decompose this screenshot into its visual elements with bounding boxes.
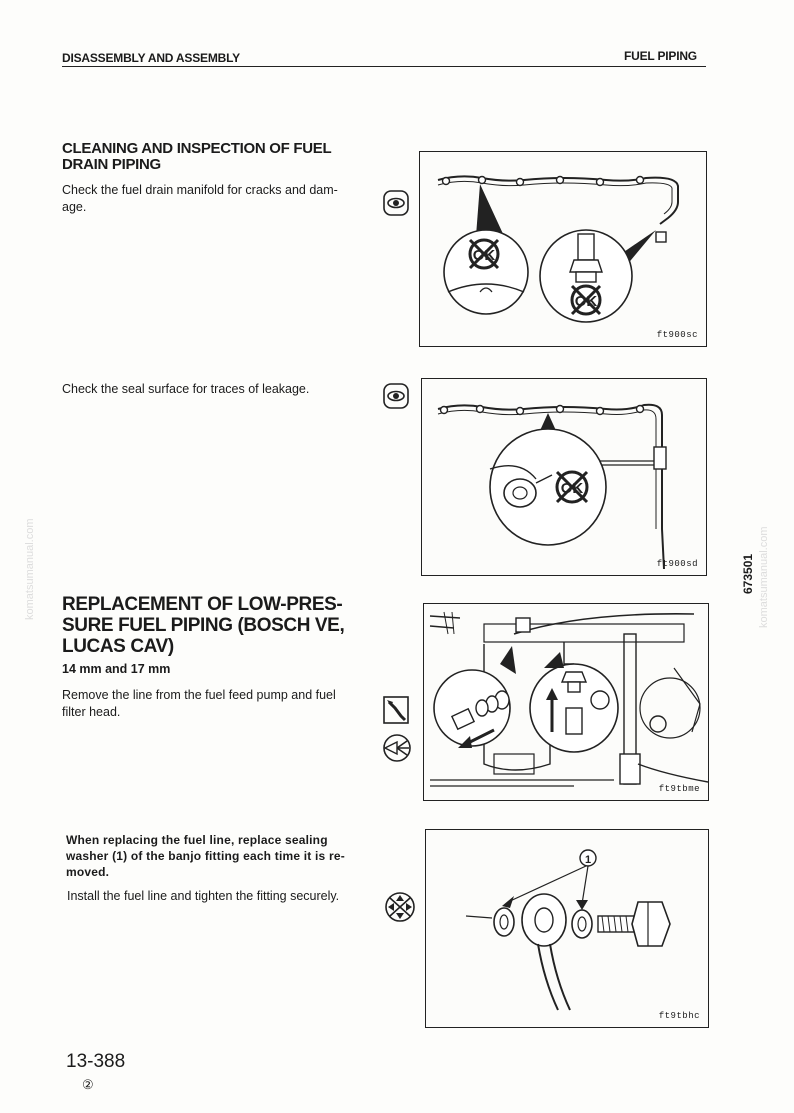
section4-note-line2: washer (1) of the banjo fitting each tim… (66, 849, 345, 863)
revision-mark: ② (82, 1077, 94, 1092)
section3-title-line3: LUCAS CAV) (62, 636, 174, 657)
section1-text-line2: age. (62, 200, 87, 214)
figure-code: ft900sc (656, 330, 698, 340)
install-icon (384, 890, 416, 929)
section3-text-line2: filter head. (62, 705, 121, 719)
section1-text: Check the fuel drain manifold for cracks… (62, 182, 382, 216)
section1-title: CLEANING AND INSPECTION OF FUEL DRAIN PI… (62, 140, 332, 173)
section4-text: Install the fuel line and tighten the fi… (67, 889, 340, 903)
document-number: 673501 (741, 553, 755, 594)
figure-banjo-fitting: 1 ft9tbhc (425, 829, 709, 1028)
header-section-title: DISASSEMBLY AND ASSEMBLY (62, 51, 240, 65)
figure-drain-manifold: OK OK ft900sc (419, 151, 707, 347)
figure-seal-surface: OK ft900sd (421, 378, 707, 576)
figure-code: ft9tbhc (658, 1011, 700, 1021)
section1-text-line1: Check the fuel drain manifold for cracks… (62, 183, 338, 197)
no-ok-mark-3: OK (555, 470, 589, 504)
watermark-right: komatsumanual.com (758, 526, 770, 629)
section4-note-line3: moved. (66, 865, 110, 879)
section4-note-line1: When replacing the fuel line, replace se… (66, 833, 328, 847)
callout-1: 1 (585, 854, 591, 866)
no-ok-mark-1: OK (468, 238, 500, 270)
section3-title-line1: REPLACEMENT OF LOW-PRES- (62, 594, 343, 615)
wrench-icon (383, 696, 409, 729)
section2-text: Check the seal surface for traces of lea… (62, 382, 310, 396)
header-topic: FUEL PIPING (624, 49, 697, 63)
section3-text: Remove the line from the fuel feed pump … (62, 687, 382, 721)
section3-sizes: 14 mm and 17 mm (62, 662, 171, 676)
figure-low-pressure-piping: ft9tbme (423, 603, 709, 801)
section3-title: REPLACEMENT OF LOW-PRES- SURE FUEL PIPIN… (62, 594, 345, 657)
section1-title-line1: CLEANING AND INSPECTION OF FUEL (62, 140, 332, 157)
eye-icon (383, 190, 409, 221)
remove-icon (382, 733, 412, 768)
figure-code: ft9tbme (658, 784, 700, 794)
no-ok-mark-2: OK (570, 284, 602, 316)
section1-title-line2: DRAIN PIPING (62, 156, 161, 173)
section3-title-line2: SURE FUEL PIPING (BOSCH VE, (62, 615, 345, 636)
section4-note: When replacing the fuel line, replace se… (66, 832, 384, 880)
header-rule (62, 66, 706, 67)
section3-text-line1: Remove the line from the fuel feed pump … (62, 688, 336, 702)
page-number: 13-388 (66, 1051, 126, 1072)
watermark-left: komatsumanual.com (24, 518, 36, 621)
eye-icon (383, 383, 409, 414)
figure-code: ft900sd (656, 559, 698, 569)
